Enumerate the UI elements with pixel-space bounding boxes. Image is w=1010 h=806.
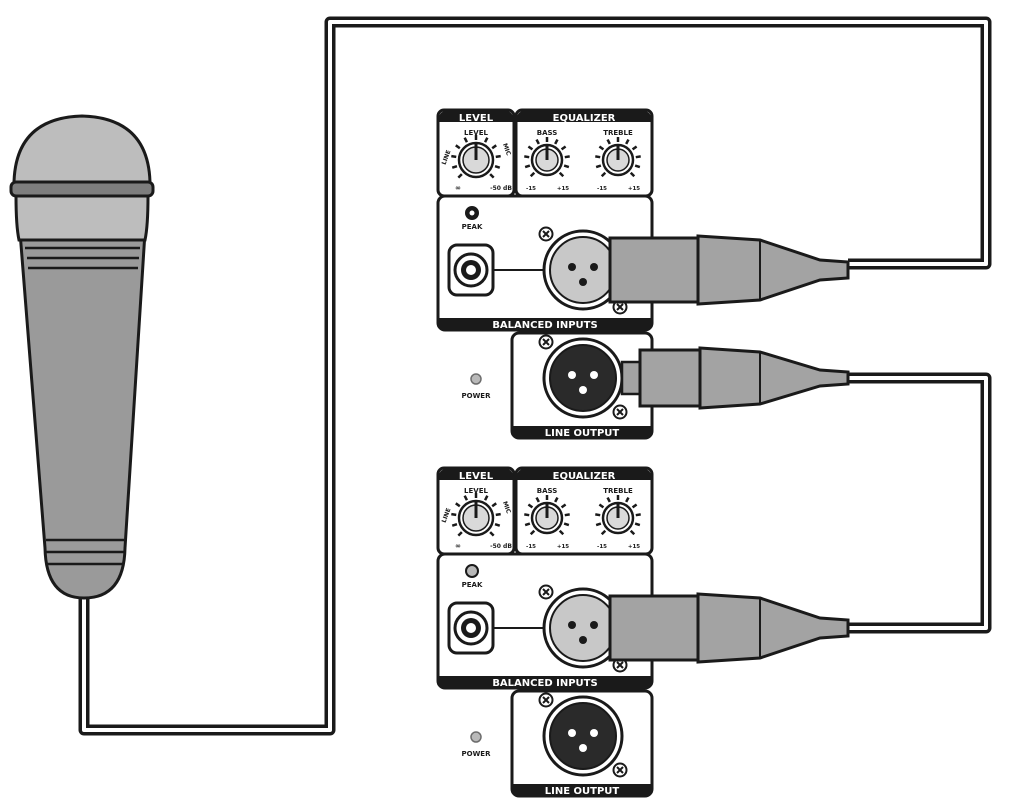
line-label: LINE xyxy=(441,507,453,524)
microphone-grille-lower xyxy=(14,194,150,242)
jack-input[interactable] xyxy=(447,243,495,297)
input-screw-bottom xyxy=(612,657,628,673)
input-screw-bottom xyxy=(612,299,628,315)
level-max-label: -50 dB xyxy=(490,185,512,192)
xlr-output-jack[interactable] xyxy=(542,337,624,419)
bass-label: BASS xyxy=(537,129,558,137)
output-screw-bottom xyxy=(612,762,628,778)
output-plug xyxy=(620,346,850,410)
mic-label: MIC xyxy=(501,142,512,157)
bass-max-label: +15 xyxy=(557,186,569,192)
mixer-units: LEVEL LEVEL LINE MIC ∞ -50 dB EQUALIZER BASS TRE… xyxy=(436,108,850,798)
link-cable-core xyxy=(848,376,988,630)
jack-input[interactable] xyxy=(447,601,495,655)
treble-knob[interactable] xyxy=(595,137,641,178)
level-knob-label: LEVEL xyxy=(464,129,488,137)
treble-max-label: +15 xyxy=(628,544,640,550)
treble-knob[interactable] xyxy=(595,495,641,536)
treble-min-label: -15 xyxy=(597,186,607,192)
bass-max-label: +15 xyxy=(557,544,569,550)
level-min-label: ∞ xyxy=(455,542,461,550)
output-screw-top xyxy=(538,692,554,708)
input-screw-top xyxy=(538,584,554,600)
power-led xyxy=(470,731,482,743)
treble-max-label: +15 xyxy=(628,186,640,192)
bass-knob[interactable] xyxy=(524,495,570,536)
power-led xyxy=(470,373,482,385)
microphone-handle xyxy=(18,230,147,600)
link-cable xyxy=(848,372,992,634)
xlr-output-jack[interactable] xyxy=(542,695,624,777)
xlr-input-jack[interactable] xyxy=(542,229,624,311)
mixer-unit-1: LEVEL LEVEL LINE MIC ∞ -50 dB EQUALIZER BASS TRE… xyxy=(436,108,850,440)
input-plug xyxy=(608,592,850,664)
line-output-label: LINE OUTPUT xyxy=(545,428,620,439)
input-screw-top xyxy=(538,226,554,242)
level-header: LEVEL xyxy=(459,113,494,124)
cables xyxy=(78,16,992,736)
mixer-unit-2: LEVEL LEVEL LINE MIC ∞ -50 dB EQUALIZER BASS TRE… xyxy=(436,466,850,798)
peak-label: PEAK xyxy=(462,223,483,231)
balanced-inputs-label: BALANCED INPUTS xyxy=(492,320,597,331)
peak-led xyxy=(465,564,479,578)
balanced-inputs-label: BALANCED INPUTS xyxy=(492,678,597,689)
power-label: POWER xyxy=(462,750,492,758)
xlr-input-jack[interactable] xyxy=(542,587,624,669)
output-screw-bottom xyxy=(612,404,628,420)
line-label: LINE xyxy=(441,149,453,166)
bass-min-label: -15 xyxy=(526,186,536,192)
microphone-grille xyxy=(12,114,152,192)
treble-label: TREBLE xyxy=(603,487,633,495)
equalizer-header: EQUALIZER xyxy=(553,113,616,124)
level-min-label: ∞ xyxy=(455,184,461,192)
equalizer-header: EQUALIZER xyxy=(553,471,616,482)
power-label: POWER xyxy=(462,392,492,400)
level-knob[interactable] xyxy=(451,493,501,537)
mic-cable-core xyxy=(82,20,988,732)
level-max-label: -50 dB xyxy=(490,543,512,550)
bass-knob[interactable] xyxy=(524,137,570,178)
input-plug xyxy=(608,234,850,306)
peak-label: PEAK xyxy=(462,581,483,589)
level-knob-label: LEVEL xyxy=(464,487,488,495)
treble-min-label: -15 xyxy=(597,544,607,550)
bass-label: BASS xyxy=(537,487,558,495)
level-header: LEVEL xyxy=(459,471,494,482)
treble-label: TREBLE xyxy=(603,129,633,137)
microphone xyxy=(9,114,155,600)
line-output-label: LINE OUTPUT xyxy=(545,786,620,797)
microphone-grille-ring xyxy=(9,180,155,198)
mic-label: MIC xyxy=(501,500,512,515)
output-screw-top xyxy=(538,334,554,350)
level-knob[interactable] xyxy=(451,135,501,179)
bass-min-label: -15 xyxy=(526,544,536,550)
